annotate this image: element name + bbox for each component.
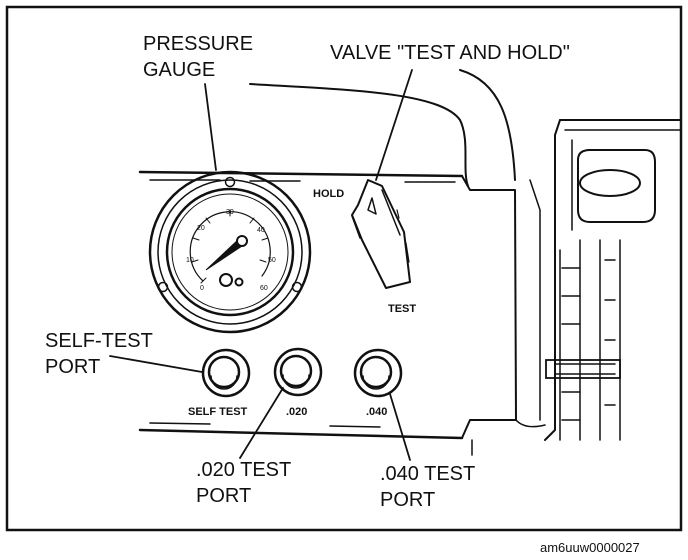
leader-lines: [109, 69, 413, 461]
valve-callout: VALVE "TEST AND HOLD": [330, 42, 570, 64]
port-040-knob: [353, 348, 403, 398]
display-window: [579, 169, 641, 197]
gauge-symbol-small: [234, 277, 244, 287]
valve-test-label: TEST: [388, 303, 416, 315]
gauge-tick-60: 60: [260, 285, 268, 292]
port-020-label: .020: [286, 406, 307, 418]
valve-hold-label: HOLD: [313, 188, 344, 200]
self-test-port-label: SELF TEST: [188, 406, 248, 418]
port-020-callout-line1: .020 TEST: [196, 459, 291, 481]
self-test-port-callout-line2: PORT: [45, 356, 100, 378]
gauge-tick-0: 0: [200, 285, 204, 292]
gauge-tick-20: 20: [197, 225, 205, 232]
port-040-label: .040: [366, 406, 387, 418]
port-040-callout-line2: PORT: [380, 489, 435, 511]
self-test-port-callout-line1: SELF-TEST: [45, 330, 153, 352]
pressure-gauge: 0 10 20 30 40 50 60: [148, 170, 312, 334]
gauge-tick-40: 40: [257, 227, 265, 234]
port-020-callout-line2: PORT: [196, 485, 251, 507]
gauge-mount-hole-left: [157, 281, 169, 293]
self-test-port-knob: [201, 348, 251, 398]
test-panel: [138, 170, 517, 456]
gauge-tick-50: 50: [268, 257, 276, 264]
hose-outline: [249, 69, 516, 187]
gauge-tick-30: 30: [226, 209, 234, 216]
port-040-callout-line1: .040 TEST: [380, 463, 475, 485]
test-and-hold-valve: [351, 179, 411, 289]
figure-border: [5, 5, 683, 532]
figure-id: am6uuw0000027: [540, 540, 640, 555]
port-020-knob: [273, 347, 323, 397]
gauge-symbol-large: [219, 273, 233, 287]
bracket-rod: [545, 359, 621, 379]
pressure-gauge-callout-line2: GAUGE: [143, 59, 215, 81]
gauge-mount-hole-top: [224, 176, 236, 188]
pressure-gauge-callout-line1: PRESSURE: [143, 33, 253, 55]
tester-machine: [515, 119, 681, 441]
gauge-mount-hole-right: [291, 281, 303, 293]
gauge-tick-10: 10: [186, 257, 194, 264]
